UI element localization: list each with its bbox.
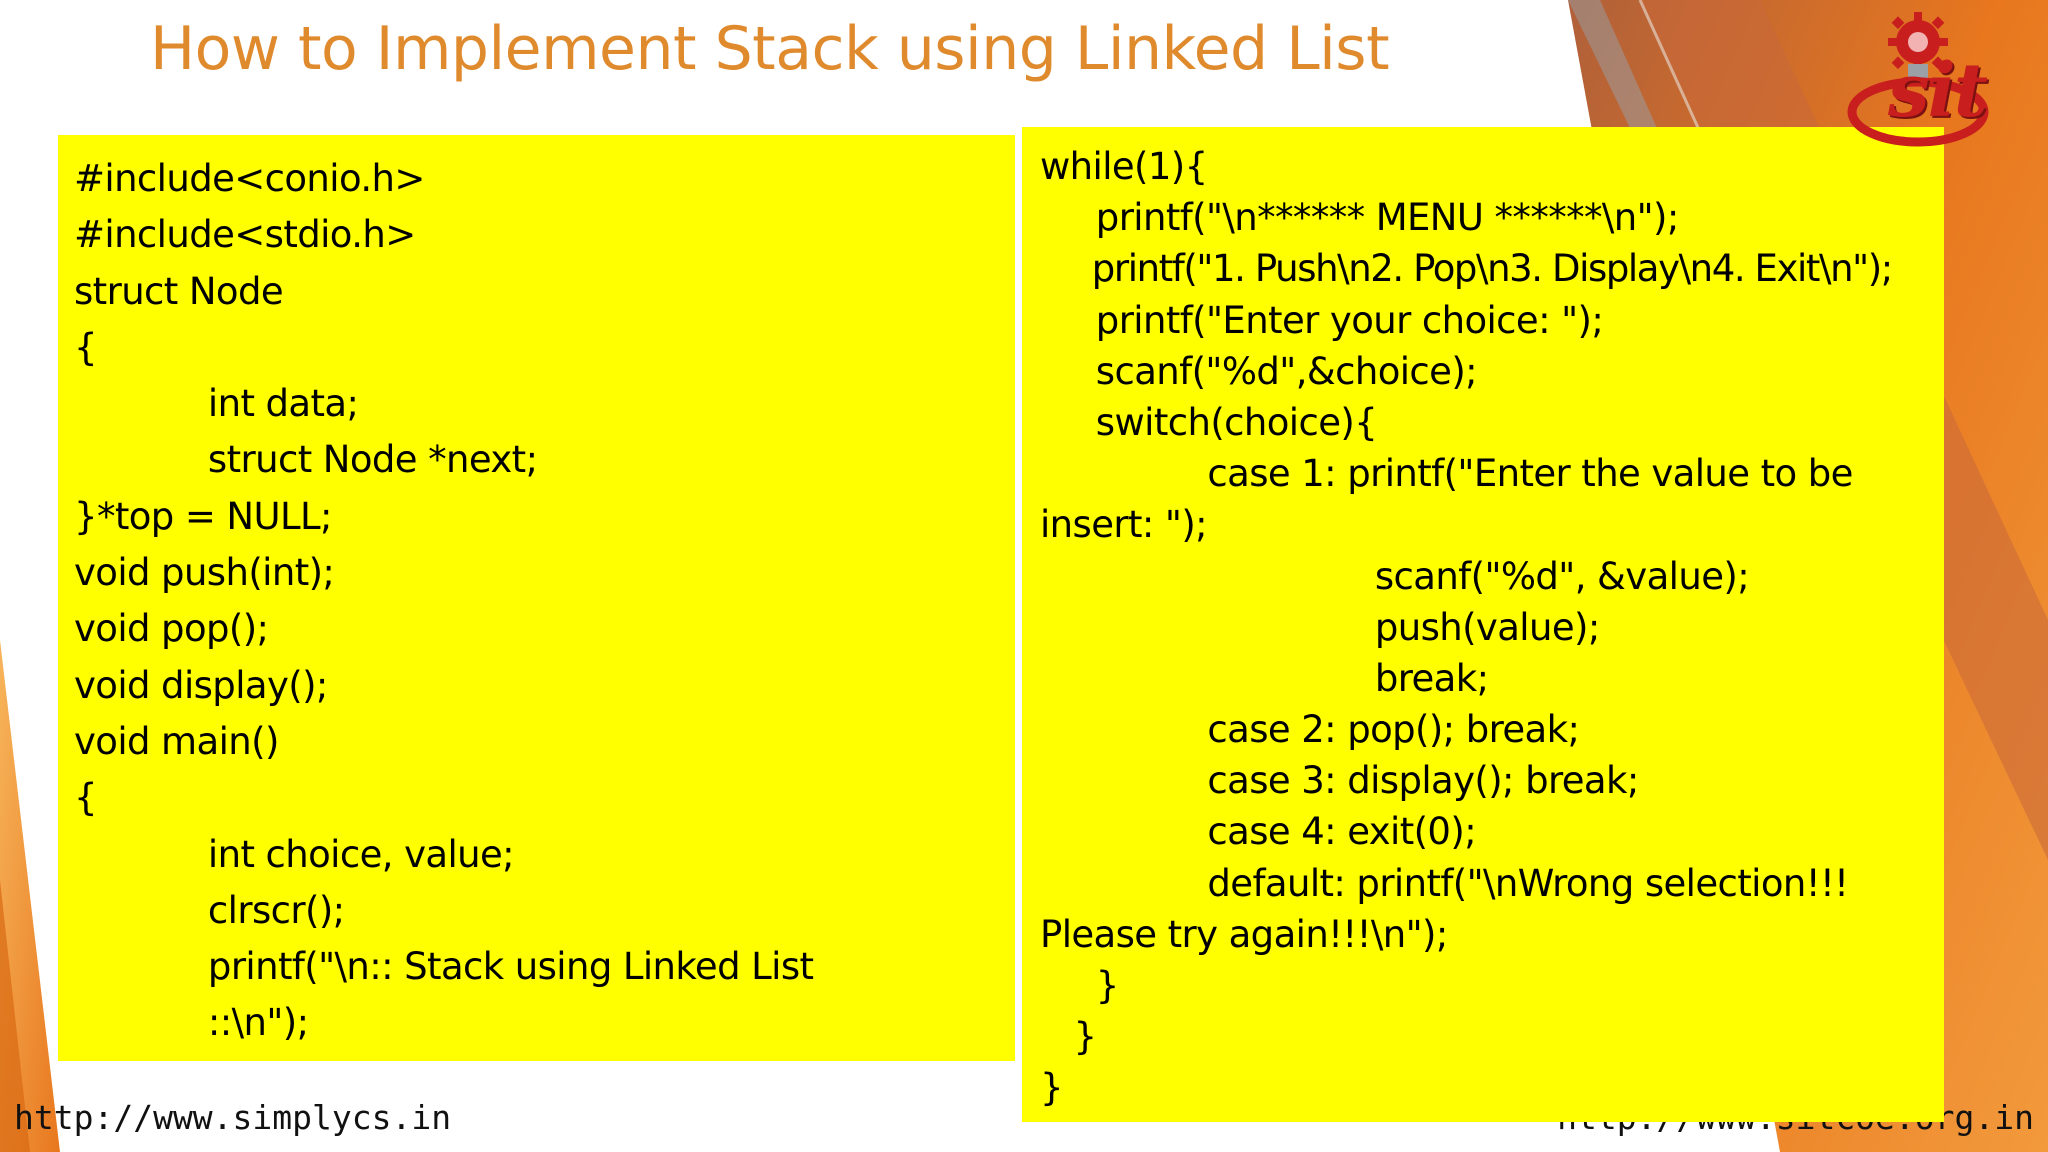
code-line: void display(); [74,663,328,707]
logo-text: sit [1888,48,1988,134]
code-line: break; [1040,656,1489,700]
footer-url-left[interactable]: http://www.simplycs.in [14,1098,452,1137]
code-line: scanf("%d",&choice); [1040,349,1478,393]
code-line: { [74,776,98,820]
code-line: ::\n"); [74,1001,309,1045]
code-line: printf("1. Push\n2. Pop\n3. Display\n4. … [1040,247,1893,291]
code-line: while(1){ [1040,145,1208,188]
code-line: default: printf("\nWrong selection!!! [1040,861,1849,905]
code-line: switch(choice){ [1040,400,1378,444]
code-line: void push(int); [74,551,335,595]
code-line: #include<conio.h> [74,157,425,200]
code-line: push(value); [1040,605,1600,649]
gear-logo-icon [1847,12,1989,147]
code-line: printf("Enter your choice: "); [1040,298,1604,342]
code-line: int data; [74,382,359,426]
code-line: scanf("%d", &value); [1040,554,1750,598]
code-line: printf("\n:: Stack using Linked List [74,945,814,989]
code-line: } [1040,1015,1097,1059]
code-line: case 4: exit(0); [1040,810,1477,854]
code-panel-left: #include<conio.h> #include<stdio.h> stru… [58,135,1015,1061]
code-line: insert: "); [1040,503,1208,547]
code-line: } [1040,1066,1064,1110]
code-line: void pop(); [74,607,269,651]
code-line: case 3: display(); break; [1040,759,1639,803]
code-line: #include<stdio.h> [74,213,416,257]
code-line: }*top = NULL; [74,494,332,538]
code-line: struct Node *next; [74,438,538,482]
code-line: case 2: pop(); break; [1040,708,1580,752]
slide-title: How to Implement Stack using Linked List [150,14,1390,84]
code-line: { [74,325,98,369]
code-line: struct Node [74,269,284,313]
code-line: clrscr(); [74,888,345,932]
code-line: } [1040,964,1120,1007]
code-line: printf("\n****** MENU ******\n"); [1040,196,1680,240]
code-line: Please try again!!!\n"); [1040,912,1448,956]
code-line: int choice, value; [74,832,515,876]
code-panel-right: while(1){ printf("\n****** MENU ******\n… [1022,127,1944,1122]
code-line: void main() [74,719,279,763]
code-line: case 1: printf("Enter the value to be [1040,452,1853,496]
